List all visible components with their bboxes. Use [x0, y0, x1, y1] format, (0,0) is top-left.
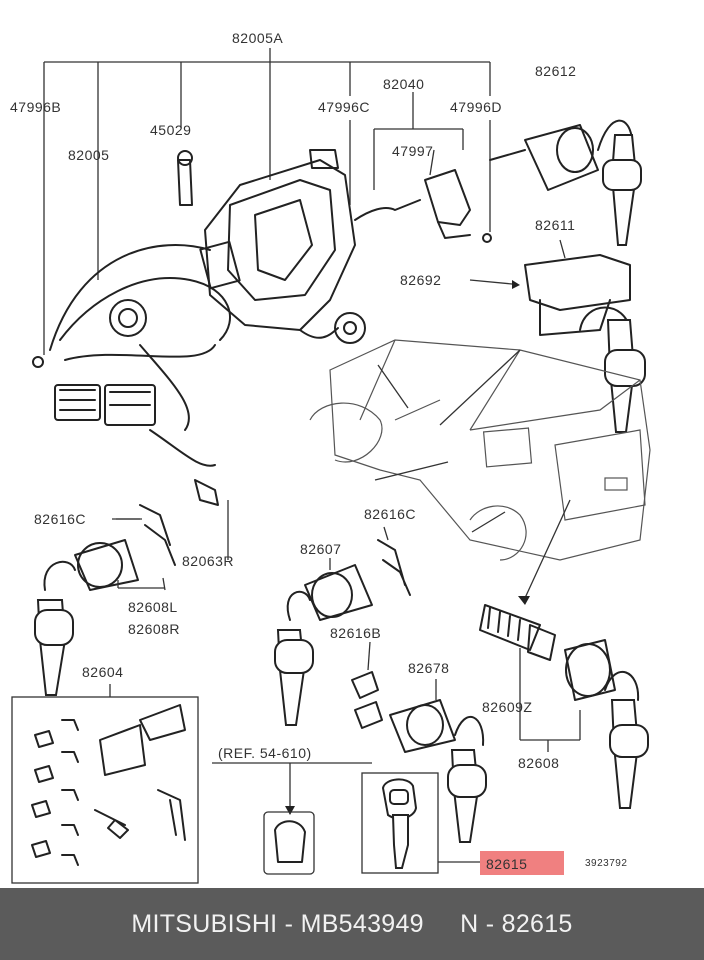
label-82611: 82611: [535, 217, 575, 233]
label-47996b: 47996B: [10, 99, 61, 115]
ignition-cylinder-82678: [389, 679, 487, 843]
label-82615[interactable]: 82615: [486, 856, 527, 872]
label-45029: 45029: [150, 122, 191, 138]
label-82607: 82607: [300, 541, 341, 557]
footer-separator: -: [277, 909, 301, 938]
door-cylinder-82608l-r: [34, 500, 229, 696]
ignition-switch-47997: [424, 169, 492, 243]
part-number: MB543949: [300, 909, 424, 938]
door-cylinder-82607: [274, 539, 411, 726]
footer-bar: MITSUBISHI - MB543949 N - 82615: [0, 888, 704, 960]
label-82616c-mid: 82616C: [364, 506, 416, 522]
footer-separator-2: -: [478, 909, 502, 938]
label-82040: 82040: [383, 76, 424, 92]
footer-gap: [424, 910, 460, 939]
label-82608r: 82608R: [128, 621, 180, 637]
clip-82616b: [351, 641, 383, 729]
label-82608: 82608: [518, 755, 559, 771]
bracket-82005a: [43, 48, 491, 355]
label-82063r: 82063R: [182, 553, 234, 569]
parts-diagram: 82005A 47996B 82005 45029 47996C 82040 4…: [10, 30, 651, 884]
label-47997: 47997: [392, 143, 433, 159]
label-47996d: 47996D: [450, 99, 502, 115]
leader-lines: [116, 149, 435, 541]
label-82005a: 82005A: [232, 30, 283, 46]
label-82604: 82604: [82, 664, 123, 680]
brand-name: MITSUBISHI: [131, 909, 278, 938]
label-82608l: 82608L: [128, 599, 178, 615]
label-82678: 82678: [408, 660, 449, 676]
part-highlight-box: [480, 851, 564, 875]
key-82615[interactable]: [361, 772, 480, 874]
steering-lock-assembly: [32, 149, 421, 506]
cylinder-82609z-82608: [479, 604, 649, 809]
reference-prefix: N: [460, 909, 479, 938]
label-82692: 82692: [400, 272, 441, 288]
label-82612: 82612: [535, 63, 576, 79]
reference-number: 82615: [501, 909, 573, 938]
lock-82611: [469, 239, 646, 433]
label-82005: 82005: [68, 147, 109, 163]
lock-cylinder-82612: [489, 119, 642, 246]
part-labels: 82005A 47996B 82005 45029 47996C 82040 4…: [10, 30, 627, 872]
label-diagram-code: 3923792: [585, 858, 627, 869]
reference-bracket: [212, 762, 372, 875]
lock-kit-82604: [11, 684, 199, 884]
label-82616b: 82616B: [330, 625, 381, 641]
label-reference: (REF. 54-610): [218, 745, 312, 761]
vehicle-outline: [309, 339, 651, 605]
label-47996c: 47996C: [318, 99, 370, 115]
label-82616c-left: 82616C: [34, 511, 86, 527]
label-82609z: 82609Z: [482, 699, 532, 715]
